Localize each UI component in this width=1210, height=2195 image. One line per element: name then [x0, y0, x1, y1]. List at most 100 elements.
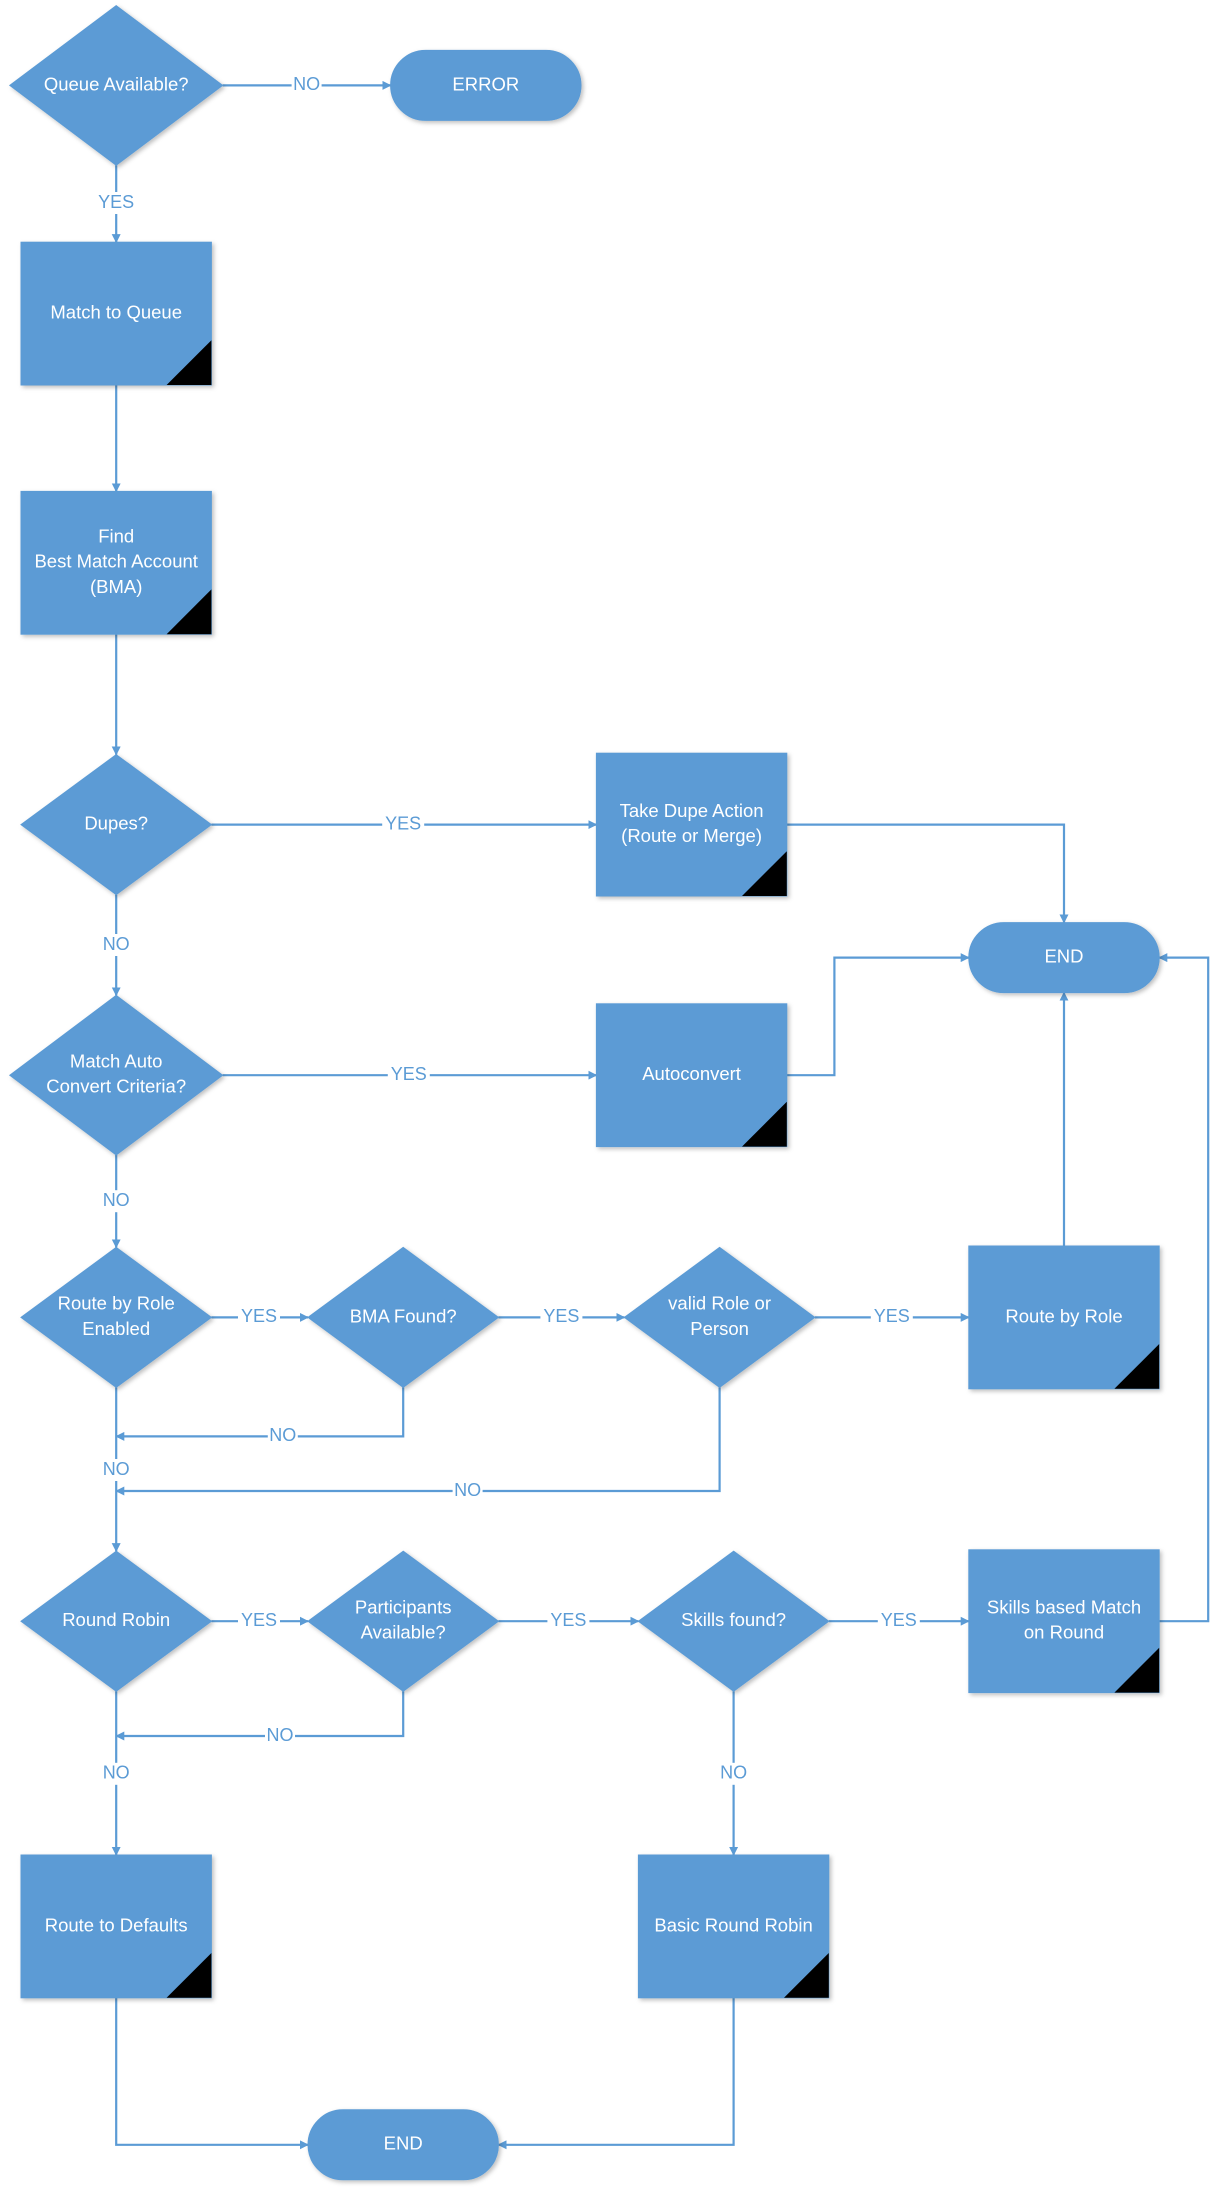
process-box: [20, 490, 212, 635]
end-bottom-terminator: END: [307, 2109, 499, 2181]
connector-label-yes: YES: [241, 1306, 277, 1326]
connector-label-no: NO: [293, 74, 320, 94]
connector-route-to-defaults-to-end-bottom: [115, 1997, 309, 2150]
decision-diamond: [637, 1550, 830, 1692]
autoconvert-process: Autoconvert: [595, 1003, 788, 1148]
decision-diamond: [8, 4, 224, 166]
node-label-line: Dupes?: [84, 812, 148, 833]
connector-label-background: [452, 1480, 483, 1502]
node-label-line: Route by Role: [1005, 1305, 1122, 1326]
node-label-line: Person: [690, 1318, 749, 1339]
connector-label-background: [95, 192, 138, 214]
error-terminator: ERROR: [390, 49, 582, 121]
process-box: [637, 1854, 830, 1999]
connector-take-dupe-action-to-end-top: [786, 823, 1069, 924]
connector-label-background: [267, 1425, 298, 1448]
process-box: [20, 241, 212, 386]
node-label-line: Take Dupe Action: [620, 800, 764, 821]
node-label-line: Best Match Account: [34, 551, 198, 572]
subprocess-corner-icon: [1114, 1344, 1160, 1389]
subprocess-corner-icon: [784, 1953, 829, 1998]
decision-diamond: [623, 1246, 816, 1389]
connector-label-background: [101, 1190, 132, 1213]
node-label-line: Skills based Match: [987, 1596, 1141, 1617]
node-label-line: Match Auto: [70, 1050, 163, 1071]
node-label-line: valid Role or: [668, 1293, 771, 1314]
subprocess-corner-icon: [166, 340, 212, 385]
connector-label-no: NO: [103, 1190, 130, 1210]
connector-label-background: [382, 813, 425, 836]
subprocess-corner-icon: [1114, 1647, 1160, 1693]
node-label-line: Available?: [361, 1622, 446, 1643]
connector-label-yes: YES: [881, 1610, 917, 1630]
connector-autoconvert-to-end-top: [786, 953, 970, 1077]
end-top-terminator: END: [968, 922, 1160, 994]
connector-label-background: [547, 1610, 590, 1633]
node-label-line: ERROR: [452, 73, 519, 94]
connector-label-yes: YES: [543, 1306, 579, 1326]
decision-diamond: [307, 1246, 500, 1389]
connector-label-background: [238, 1306, 280, 1329]
connector-label-yes: YES: [391, 1064, 427, 1084]
queue-available-decision: Queue Available?: [8, 4, 224, 166]
connector-skills-based-match-to-end-top: [1158, 953, 1210, 1623]
connector-label-yes: YES: [385, 813, 421, 833]
subprocess-corner-icon: [742, 851, 787, 896]
decision-diamond: [20, 1246, 213, 1389]
connector-valid-role-or-person-to-no-role-junction: [115, 1387, 721, 1496]
take-dupe-action-process: Take Dupe Action(Route or Merge): [595, 752, 788, 897]
connector-bma-found-to-no-role-junction: [115, 1387, 405, 1441]
route-by-role-process: Route by Role: [968, 1245, 1160, 1390]
skills-based-match-process: Skills based Match on Round: [968, 1549, 1160, 1694]
connector-label-no: NO: [103, 1459, 130, 1479]
connector-label-background: [718, 1762, 749, 1785]
connector-label-yes: YES: [241, 1610, 277, 1630]
process-box: [968, 1245, 1160, 1390]
terminator-pill: [390, 49, 582, 121]
node-label-line: (BMA): [90, 576, 142, 597]
node-label-line: Participants: [355, 1596, 452, 1617]
node-label-line: BMA Found?: [350, 1305, 457, 1326]
connector-label-no: NO: [720, 1763, 747, 1783]
connector-label-background: [870, 1306, 913, 1329]
decision-diamond: [307, 1550, 500, 1692]
round-robin-decision: Round Robin: [20, 1550, 213, 1692]
node-label-line: Match to Queue: [50, 301, 182, 322]
connector-label-background: [101, 1762, 132, 1785]
node-label-line: Queue Available?: [44, 73, 189, 94]
node-label-line: Find: [98, 525, 134, 546]
node-label-line: on Round: [1024, 1622, 1104, 1643]
connector-label-yes: YES: [550, 1610, 586, 1630]
decision-diamond: [20, 1550, 213, 1692]
connector-label-no: NO: [454, 1480, 481, 1500]
connector-label-no: NO: [267, 1725, 294, 1745]
subprocess-corner-icon: [742, 1101, 787, 1147]
decision-diamond: [8, 994, 224, 1156]
connector-label-background: [540, 1306, 583, 1329]
node-label-line: END: [384, 2133, 423, 2154]
decision-diamond: [20, 753, 213, 896]
match-to-queue-process: Match to Queue: [20, 241, 212, 386]
connector-label-background: [265, 1725, 295, 1747]
bma-found-decision: BMA Found?: [307, 1246, 500, 1389]
route-to-defaults-process: Route to Defaults: [20, 1854, 212, 1999]
process-box: [595, 1003, 788, 1148]
node-label-line: Convert Criteria?: [46, 1076, 186, 1097]
process-box: [968, 1549, 1160, 1694]
nodes: Queue Available? ERROR Match to QueueFindB…: [8, 4, 1160, 2181]
dupes-decision: Dupes?: [20, 753, 213, 896]
connector-label-yes: YES: [98, 192, 134, 212]
connector-participants-available-to-no-rr-junction: [115, 1691, 405, 1741]
node-label-line: END: [1044, 945, 1083, 966]
subprocess-corner-icon: [166, 1953, 212, 1998]
connector-label-no: NO: [269, 1425, 296, 1445]
terminator-pill: [968, 922, 1160, 994]
connector-label-no: NO: [103, 934, 130, 954]
basic-round-robin-process: Basic Round Robin: [637, 1854, 830, 1999]
node-label-line: Autoconvert: [642, 1063, 741, 1084]
process-box: [20, 1854, 212, 1999]
